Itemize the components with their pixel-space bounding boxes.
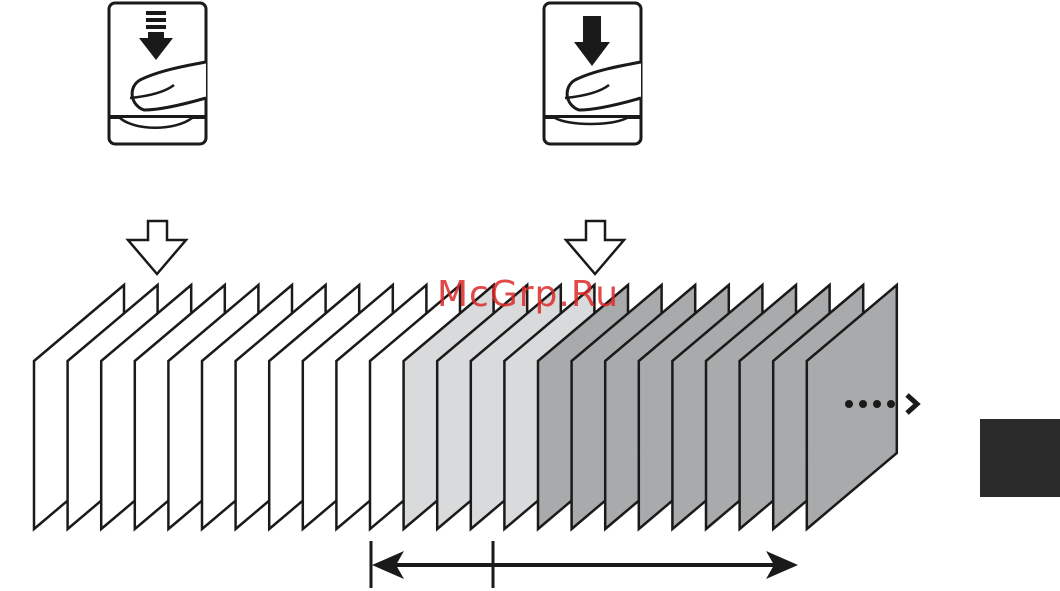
capture-range-arrow-icon	[371, 541, 798, 588]
down-arrow-icon	[566, 221, 624, 274]
shutter-half-press-icon	[109, 3, 206, 144]
watermark: McGrp.Ru	[437, 274, 619, 315]
frame-stack	[34, 285, 897, 529]
down-arrow-icon	[128, 221, 186, 274]
shutter-full-press-icon	[544, 3, 641, 144]
side-tab	[980, 419, 1060, 497]
